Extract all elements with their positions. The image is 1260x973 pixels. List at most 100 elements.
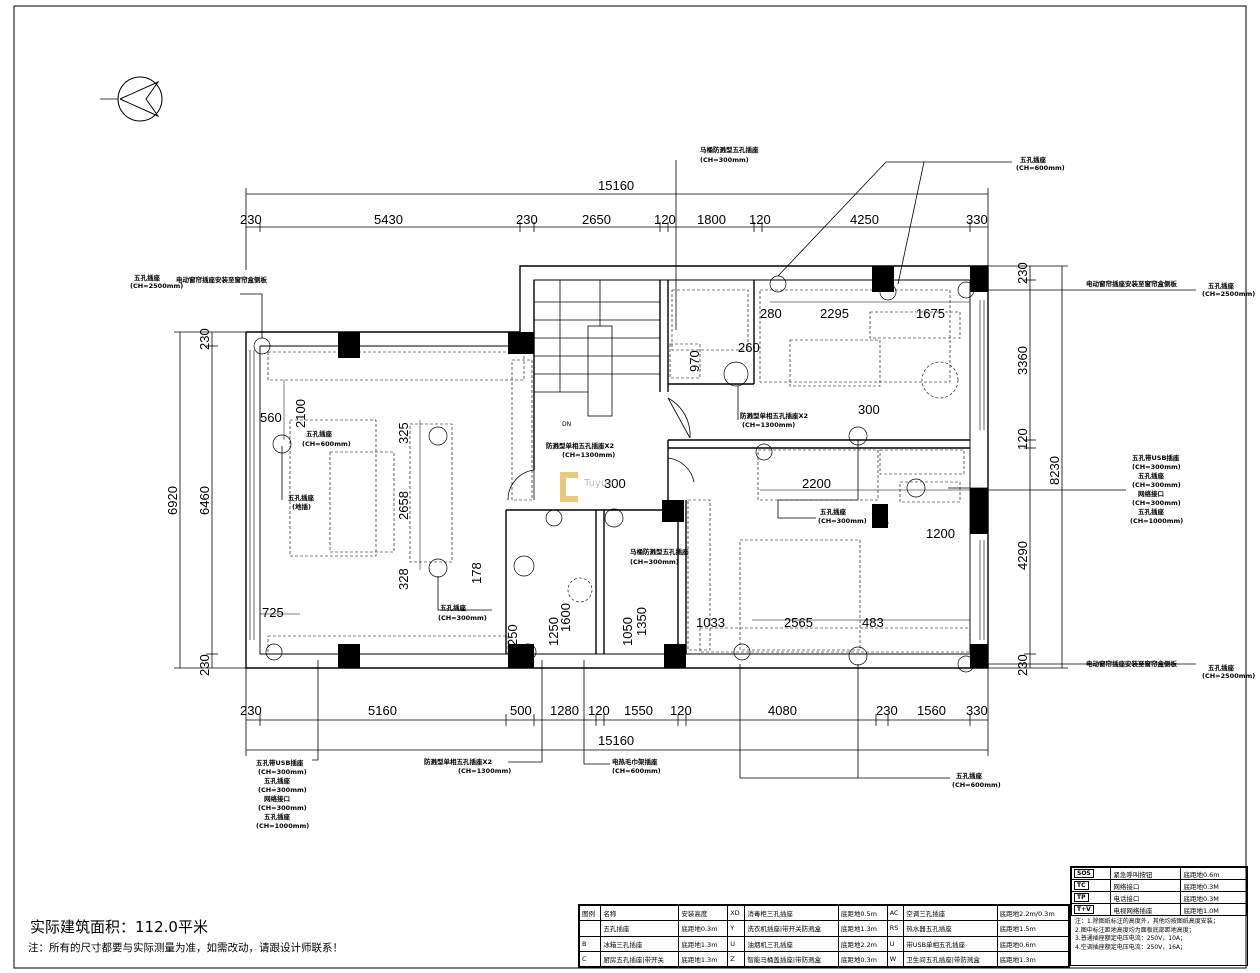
legend-r2-h1: 底距地1.3m: [678, 935, 729, 952]
dim-bottom-2: 500: [510, 703, 532, 718]
tp-symbol: TP: [1074, 893, 1089, 902]
legend-r3-h2: 底距地0.3m: [837, 950, 888, 968]
rl-r3-name: 电视网络插座: [1110, 903, 1182, 916]
legend-r3-name3: 卫生间五孔插座|带防溅盒: [903, 950, 998, 968]
dim-inner-1600: 1600: [558, 603, 573, 632]
dim-inner-1050: 1050: [620, 617, 635, 646]
signal-legend-table: SOS 紧急呼叫按钮 底距地0.6m TC 网络接口 底距地0.3M TP 电话…: [1070, 866, 1248, 966]
dim-right-4: 230: [1015, 654, 1030, 676]
dim-inner-260: 260: [738, 340, 760, 355]
callout-ch300-sofa: (CH=300mm): [438, 614, 487, 622]
callout-curtain-right-bottom: 电动窗帘插座安装至窗帘盒侧板: [1086, 659, 1178, 668]
dim-top-2: 230: [516, 212, 538, 227]
dim-bottom-7: 4080: [768, 703, 797, 718]
legend-r2-sym2: U: [727, 935, 746, 952]
callout-toilet-lower: 马桶防溅型五孔插座: [630, 547, 689, 556]
rl-note-0: 注：1.除图纸标注的高度外，其他均按图纸高度安装；: [1075, 918, 1219, 925]
dim-inner-1200: 1200: [926, 526, 955, 541]
legend-header-symbol: 图例: [578, 904, 602, 922]
callout-ch600-living: (CH=600mm): [302, 440, 351, 448]
dim-top-7: 4250: [850, 212, 879, 227]
callout-ch1300-bottom: (CH=1300mm): [458, 767, 511, 775]
legend-r3-sym1: C: [578, 950, 602, 968]
legend-r1-name2: 洗衣机插座|带开关防溅盒: [744, 920, 839, 937]
callout-wuk-bottom-right: 五孔插座: [956, 771, 983, 780]
dim-inner-725: 725: [262, 605, 284, 620]
dim-inner-300b: 300: [858, 402, 880, 417]
callout-ch300-net-left: (CH=300mm): [258, 804, 307, 812]
legend-r2-name2: 油烟机三孔插座: [744, 935, 839, 952]
dim-inner-483: 483: [862, 615, 884, 630]
dim-top-4: 120: [654, 212, 676, 227]
rl-r1-h: 底距地0.3M: [1180, 879, 1247, 892]
callout-net-left: 网络接口: [264, 794, 290, 803]
callout-usb-left: 五孔带USB插座: [256, 758, 304, 767]
callout-curtain-left: 电动窗帘插座安装至窗帘盒侧板: [176, 275, 268, 284]
rl-r2-name: 电话接口: [1110, 891, 1182, 904]
callout-ch600-bottom-right: (CH=600mm): [952, 781, 1001, 789]
dim-inner-1675: 1675: [916, 306, 945, 321]
callout-wuk-left-top: 五孔插座: [134, 273, 161, 282]
callout-wuk-right-mid: 五孔插座: [1138, 471, 1165, 480]
dim-top-3: 2650: [582, 212, 611, 227]
dim-inner-2658: 2658: [396, 491, 411, 520]
callout-curtain-right-top: 电动窗帘插座安装至窗帘盒侧板: [1086, 279, 1178, 288]
dim-left-2: 230: [197, 654, 212, 676]
bottom-dimensions: [245, 668, 989, 756]
dim-top-5: 1800: [697, 212, 726, 227]
dim-inner-250: 250: [505, 624, 520, 646]
top-dimensions: [245, 188, 989, 270]
callout-ch300-dining: (CH=300mm): [818, 517, 867, 525]
dim-inner-178: 178: [469, 562, 484, 584]
dim-inner-560: 560: [260, 410, 282, 425]
sos-symbol: SOS: [1074, 869, 1094, 878]
callout-wuk-living: 五孔插座: [306, 429, 333, 438]
callout-ch600-bedroom-top: (CH=600mm): [1016, 164, 1065, 172]
callout-usb-right-ch: (CH=300mm): [1132, 463, 1181, 471]
callout-toilet-top-ch: (CH=300mm): [700, 156, 749, 164]
staircase: [534, 280, 660, 417]
dim-inner-2100: 2100: [293, 399, 308, 428]
legend-r0-h2: 底距地0.5m: [837, 904, 888, 922]
rl-r2-h: 底距地0.3M: [1180, 891, 1247, 904]
dim-right-1: 3360: [1015, 346, 1030, 375]
callout-ch2500-right-bottom: (CH=2500mm): [1202, 672, 1255, 680]
tv-symbol: T+V: [1074, 905, 1094, 914]
dim-bottom-9: 1560: [917, 703, 946, 718]
legend-r0-name2: 消毒柜三孔插座: [744, 904, 839, 922]
dim-right-2: 120: [1015, 428, 1030, 450]
legend-r3-h1: 底距地1.3m: [678, 950, 729, 968]
dim-top-1: 5430: [374, 212, 403, 227]
callout-wuk-right-tv: 五孔插座: [1138, 507, 1165, 516]
callout-wuk-sofa: 五孔插座: [440, 603, 467, 612]
symbol-legend-table: 图例 名称 安装高度 XD 消毒柜三孔插座 底距地0.5m AC 空调三孔插座 …: [578, 904, 1070, 968]
rl-note-3: 4.空调插座额定电压电流：250V，16A；: [1075, 943, 1187, 951]
dim-inner-280: 280: [760, 306, 782, 321]
watermark-text: Tuyue: [583, 478, 613, 489]
dim-top-total: 15160: [598, 178, 634, 193]
callout-wuk-right-bottom: 五孔插座: [1208, 663, 1235, 672]
dim-inner-2565: 2565: [784, 615, 813, 630]
callout-ch1300-bath: (CH=1300mm): [742, 421, 795, 429]
legend-r0-h3: 底距地2.2m/0.3m: [996, 904, 1070, 922]
columns: [338, 266, 988, 668]
callout-ch2500-right-top: (CH=2500mm): [1202, 290, 1255, 298]
furniture: [267, 289, 971, 655]
watermark-logo: Tuyue: [560, 472, 613, 502]
legend-r0-sym2: XD: [727, 904, 746, 922]
legend-r1-name3: 热水器五孔插座: [903, 920, 998, 937]
right-dimensions: [988, 265, 1068, 669]
callout-wuk-bedroom-top: 五孔插座: [1020, 155, 1047, 164]
dim-inner-1250: 1250: [546, 617, 561, 646]
legend-r1-h1: 底距地0.3m: [678, 920, 729, 937]
dim-bottom-5: 1550: [624, 703, 653, 718]
rl-r1-name: 网络接口: [1110, 879, 1182, 892]
legend-r2-sym1: B: [578, 935, 602, 952]
callout-toilet-lower-ch: (CH=300mm): [630, 558, 679, 566]
dim-inner-970: 970: [687, 350, 702, 372]
dim-bottom-0: 230: [240, 703, 262, 718]
callout-usb-left-ch: (CH=300mm): [258, 768, 307, 776]
legend-r3-sym2: Z: [727, 950, 746, 968]
dim-left-0: 230: [197, 328, 212, 350]
